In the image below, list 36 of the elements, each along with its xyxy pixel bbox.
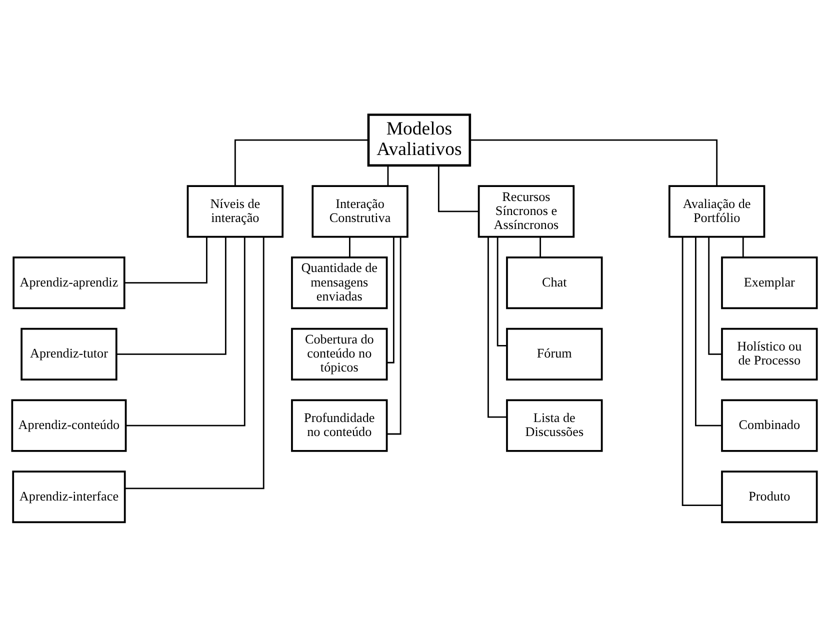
node-box: Aprendiz-conteúdo: [11, 398, 127, 452]
node-box: Chat: [506, 256, 603, 309]
connector: [488, 236, 507, 418]
node-box: Produto: [721, 470, 818, 523]
connector: [708, 236, 722, 354]
connector: [742, 236, 744, 257]
connector: [349, 236, 350, 257]
connector: [470, 138, 718, 186]
node-box: Lista de Discussões: [506, 398, 603, 452]
node-box: Combinado: [721, 398, 818, 452]
connector: [496, 236, 507, 346]
node-box: Cobertura do conteúdo no tópicos: [291, 327, 388, 380]
node-box: Avaliação de Portfólio: [668, 184, 766, 238]
node-box: Profundidade no conteúdo: [291, 398, 388, 452]
connector: [682, 236, 722, 506]
connector: [695, 236, 722, 426]
node-box: Exemplar: [721, 256, 818, 309]
node-box: Níveis de interação: [186, 184, 284, 238]
node-box: Recursos Síncronos e Assíncronos: [478, 184, 575, 238]
connector: [116, 236, 226, 354]
node-box: Modelos Avaliativos: [367, 113, 472, 166]
connector: [387, 164, 389, 186]
connector: [387, 236, 394, 363]
node-box: Fórum: [506, 327, 603, 380]
connector: [126, 236, 246, 426]
node-box: Aprendiz-tutor: [20, 327, 118, 380]
node-box: Holístico ou de Processo: [721, 327, 818, 380]
connector: [540, 236, 542, 257]
connector: [438, 164, 479, 212]
connector: [234, 138, 368, 186]
node-box: Aprendiz-aprendiz: [12, 256, 126, 309]
node-box: Quantidade de mensagens enviadas: [291, 256, 388, 309]
node-box: Aprendiz-interface: [12, 470, 126, 523]
node-box: Interação Construtiva: [312, 184, 408, 238]
connector: [124, 236, 208, 284]
connector: [125, 236, 264, 489]
